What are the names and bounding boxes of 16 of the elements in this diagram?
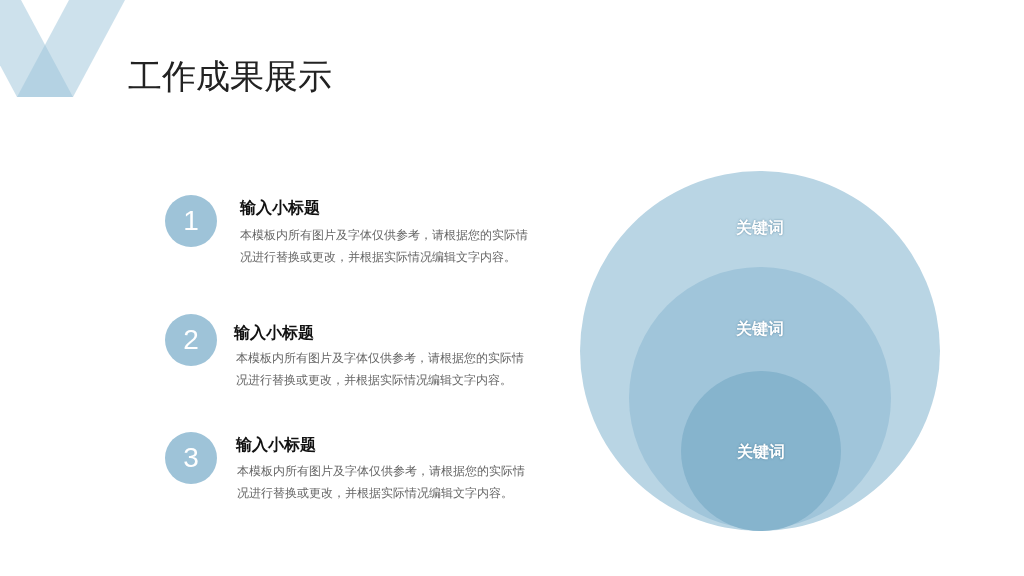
item-heading: 输入小标题 xyxy=(236,435,316,455)
step-number: 3 xyxy=(182,442,200,474)
description-text: 本模板内所有图片及字体仅供参考，请根据您的实际情况进行替换或更改，并根据实际情况编辑文字内容。 xyxy=(236,350,525,389)
keyword-label: 关键词 xyxy=(737,442,785,462)
number-circle xyxy=(165,195,217,247)
item-heading: 输入小标题 xyxy=(240,198,320,218)
number-circle xyxy=(165,314,217,366)
step-number: 2 xyxy=(182,324,200,356)
slide-title: 工作成果展示 xyxy=(128,56,332,96)
description-text: 本模板内所有图片及字体仅供参考，请根据您的实际情况进行替换或更改，并根据实际情况编辑文字内容。 xyxy=(240,227,529,266)
keyword-label: 关键词 xyxy=(736,319,784,339)
description-text: 本模板内所有图片及字体仅供参考，请根据您的实际情况进行替换或更改，并根据实际情况编辑文字内容。 xyxy=(237,463,526,502)
item-heading: 输入小标题 xyxy=(234,323,314,343)
step-number: 1 xyxy=(182,205,200,237)
keyword-label: 关键词 xyxy=(736,218,784,238)
number-circle xyxy=(165,432,217,484)
